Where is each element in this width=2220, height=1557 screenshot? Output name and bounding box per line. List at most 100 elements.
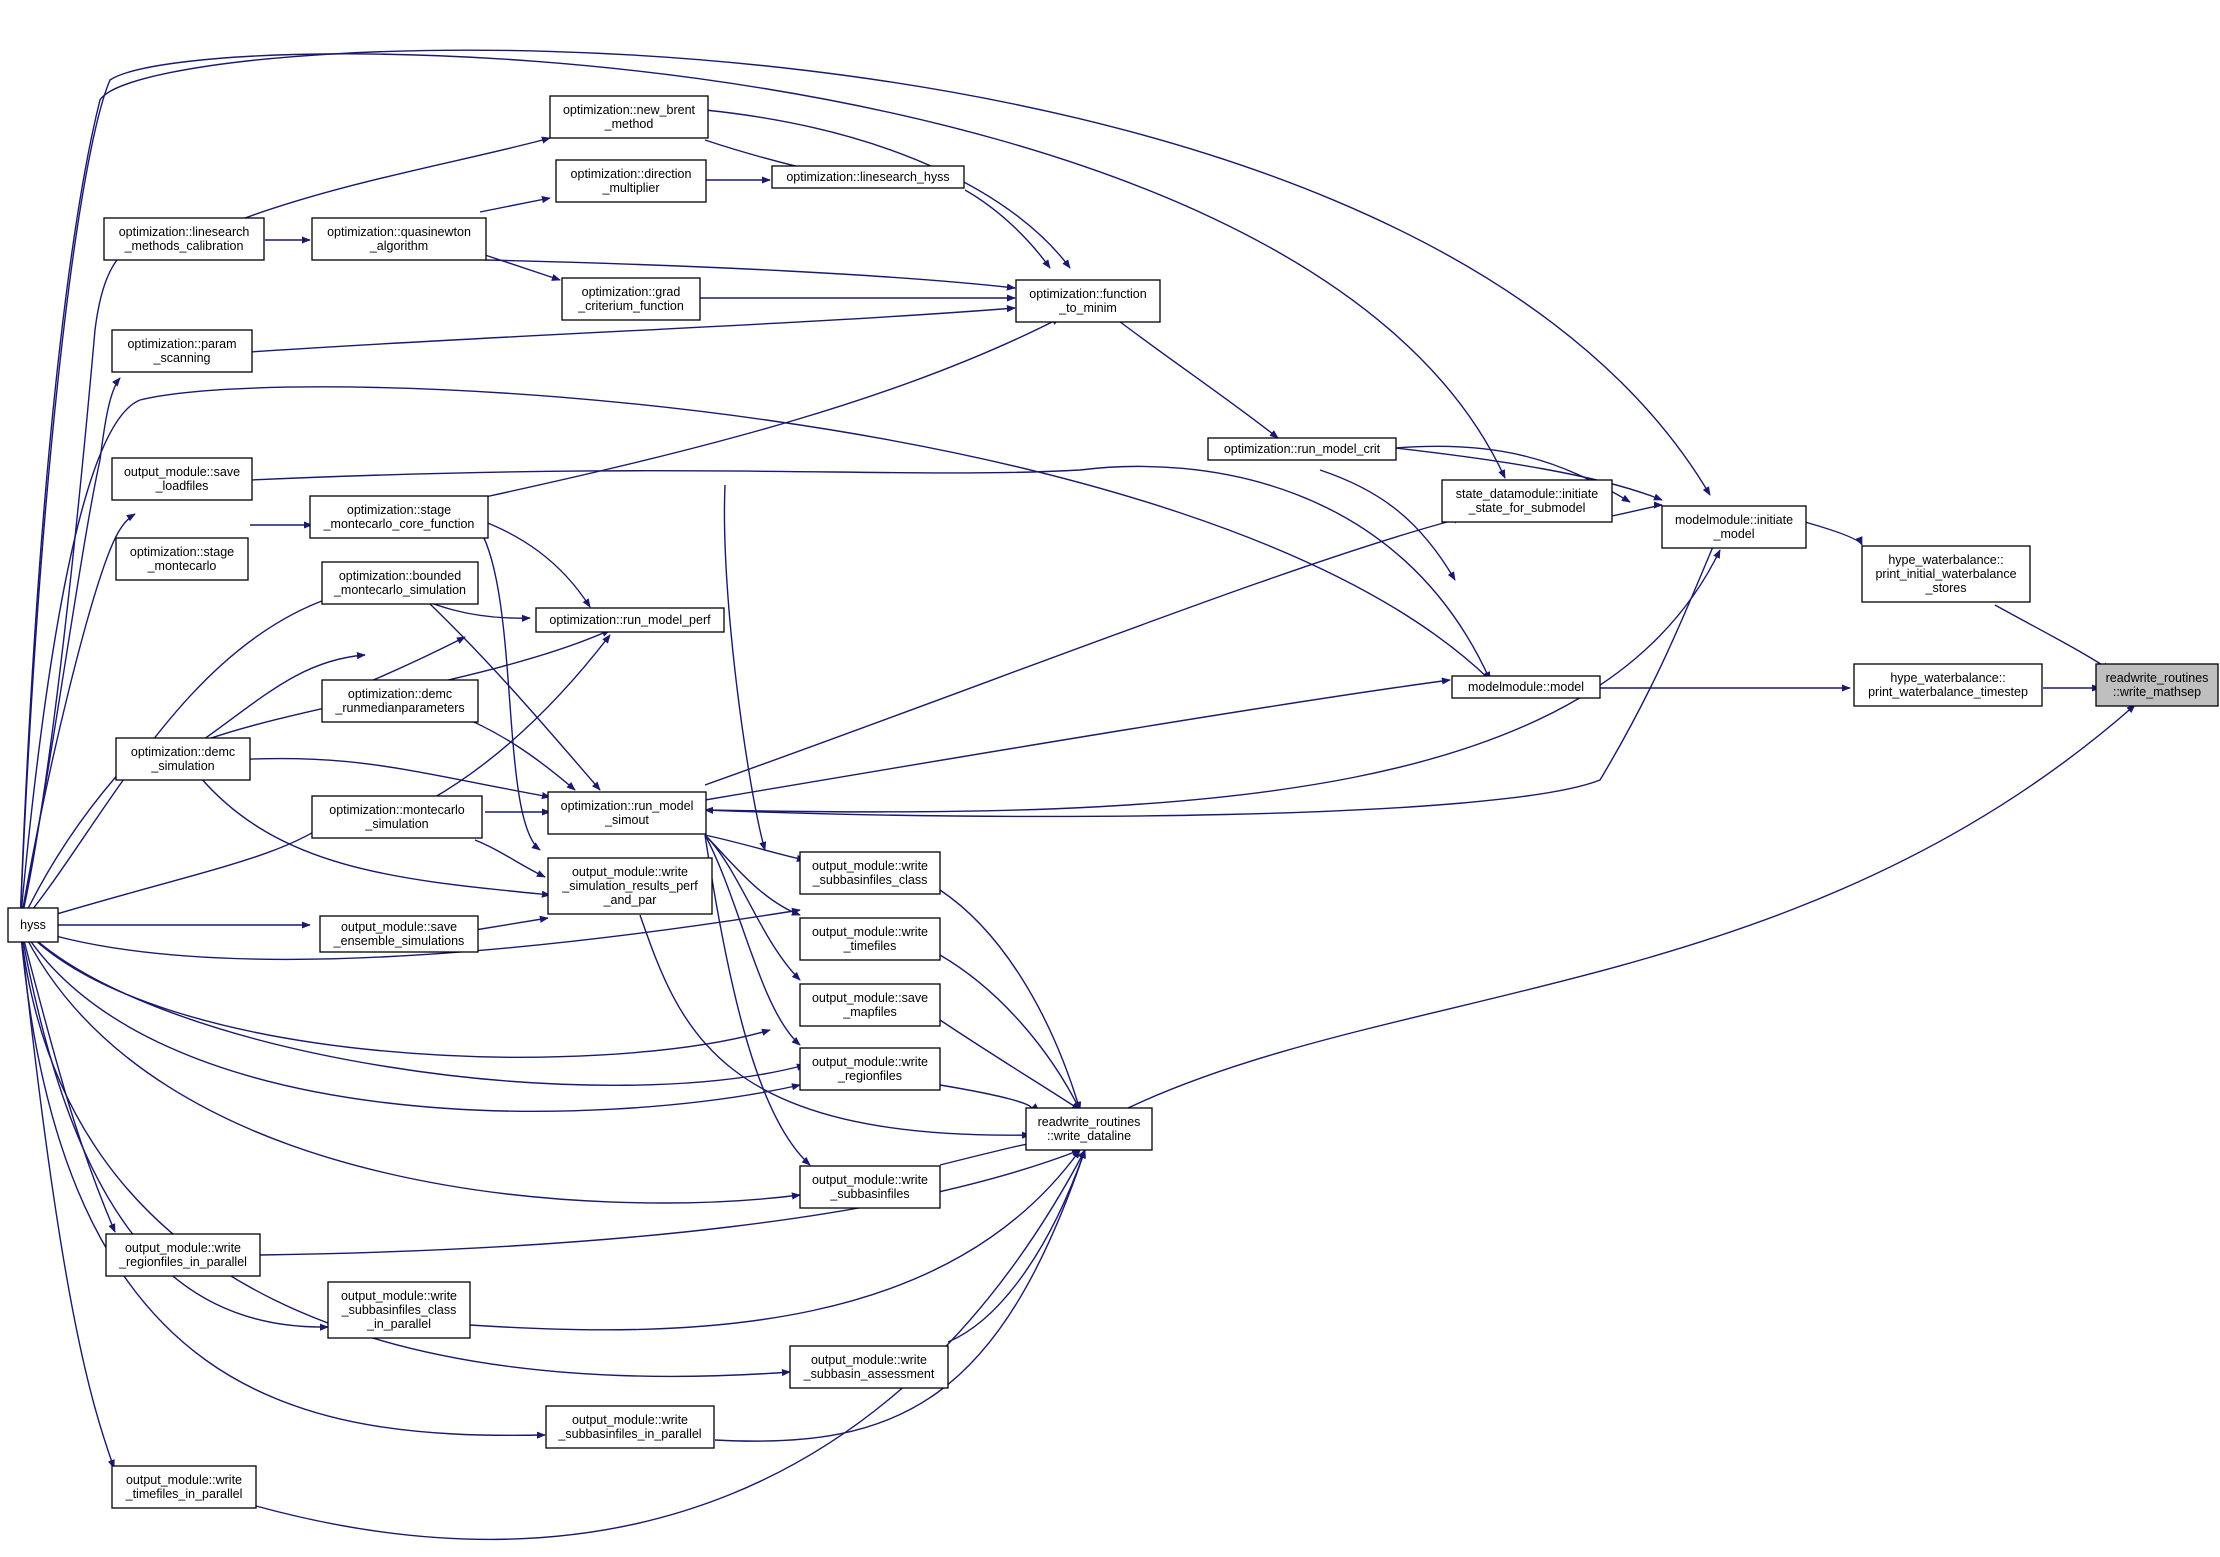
- node-initmodel[interactable]: modelmodule::initiate_model: [1661, 505, 1807, 549]
- node-label: _simout: [604, 813, 649, 827]
- call-edge: [19, 924, 115, 1469]
- call-edge: [249, 305, 1016, 353]
- call-edge: [19, 924, 116, 1233]
- call-edge: [474, 915, 549, 931]
- call-edge: [19, 513, 136, 926]
- node-label: hyss: [20, 918, 46, 932]
- node-label: optimization::new_brent: [563, 103, 696, 117]
- node-box: [111, 329, 253, 373]
- node-box: [799, 983, 941, 1027]
- node-mathsep[interactable]: readwrite_routines::write_mathsep: [2095, 663, 2219, 707]
- node-label: output_module::write: [811, 1353, 927, 1367]
- node-wsub[interactable]: output_module::write_subbasinfiles: [799, 1165, 941, 1209]
- call-edge: [639, 914, 1031, 1139]
- node-label: _timefiles: [843, 939, 897, 953]
- node-label: _subbasinfiles: [829, 1187, 909, 1201]
- node-wsubclasspar[interactable]: output_module::write_subbasinfiles_class…: [327, 1281, 471, 1339]
- node-label: optimization::run_model_crit: [1224, 442, 1381, 456]
- node-box: [327, 1281, 471, 1339]
- node-mcsim[interactable]: optimization::montecarlo_simulation: [311, 795, 483, 839]
- node-stagemccore[interactable]: optimization::stage_montecarlo_core_func…: [309, 495, 489, 539]
- node-wsubpar[interactable]: output_module::write_subbasinfiles_in_pa…: [545, 1405, 715, 1449]
- call-edge: [704, 834, 806, 862]
- node-qna[interactable]: optimization::quasinewton_algorithm: [311, 217, 487, 261]
- node-label: hype_waterbalance::: [1890, 671, 2005, 685]
- node-label: readwrite_routines: [2106, 671, 2209, 685]
- node-ftomin[interactable]: optimization::function_to_minim: [1015, 279, 1161, 323]
- node-model[interactable]: modelmodule::model: [1451, 675, 1601, 699]
- node-lsmc[interactable]: optimization::linesearch_methods_calibra…: [103, 217, 265, 261]
- node-box: [309, 495, 489, 539]
- node-label: optimization::quasinewton: [327, 225, 471, 239]
- node-label: optimization::param: [127, 337, 236, 351]
- node-box: [1025, 1107, 1153, 1151]
- node-box: [1661, 505, 1807, 549]
- node-label: optimization::demc: [348, 687, 452, 701]
- node-box: [7, 907, 59, 943]
- node-simout[interactable]: optimization::run_model_simout: [547, 791, 707, 835]
- node-demcsim[interactable]: optimization::demc_simulation: [115, 737, 251, 781]
- node-wregion[interactable]: output_module::write_regionfiles: [799, 1047, 941, 1091]
- call-edge: [1127, 704, 2136, 1109]
- node-label: optimization::direction: [571, 167, 692, 181]
- call-edge: [19, 924, 806, 1086]
- node-ptimestep[interactable]: hype_waterbalance::print_waterbalance_ti…: [1853, 663, 2043, 707]
- node-box: [2095, 663, 2219, 707]
- node-label: state_datamodule::initiate: [1456, 487, 1599, 501]
- node-box: [1861, 545, 2031, 603]
- node-label: _loadfiles: [155, 479, 209, 493]
- node-saveens[interactable]: output_module::save_ensemble_simulations: [319, 915, 479, 953]
- node-wtimepar[interactable]: output_module::write_timefiles_in_parall…: [111, 1465, 257, 1509]
- node-label: readwrite_routines: [1038, 1115, 1141, 1129]
- call-edge: [199, 757, 551, 800]
- node-label: _subbasinfiles_class: [812, 873, 928, 887]
- node-label: optimization::linesearch_hyss: [786, 170, 949, 184]
- node-runcrit[interactable]: optimization::run_model_crit: [1207, 437, 1397, 461]
- node-pinit[interactable]: hype_waterbalance::print_initial_waterba…: [1861, 545, 2031, 603]
- call-edge: [244, 136, 551, 219]
- call-edge: [1394, 447, 1663, 501]
- node-label: optimization::montecarlo: [329, 803, 465, 817]
- call-edge: [19, 907, 801, 961]
- node-demcmed[interactable]: optimization::demc_runmedianparameters: [321, 679, 479, 723]
- node-boundedmc[interactable]: optimization::bounded_montecarlo_simulat…: [321, 561, 479, 605]
- node-label: _and_par: [603, 893, 657, 907]
- node-box: [771, 165, 965, 189]
- node-savemap[interactable]: output_module::save_mapfiles: [799, 983, 941, 1027]
- node-label: modelmodule::model: [1468, 680, 1584, 694]
- node-dirmult[interactable]: optimization::direction_multiplier: [555, 159, 707, 203]
- call-edge: [19, 53, 1506, 926]
- node-label: hype_waterbalance::: [1888, 553, 2003, 567]
- node-label: _to_minim: [1058, 301, 1117, 315]
- node-label: _in_parallel: [366, 1317, 431, 1331]
- node-box: [1015, 279, 1161, 323]
- node-wregionpar[interactable]: output_module::write_regionfiles_in_para…: [105, 1233, 261, 1277]
- node-wsimres[interactable]: output_module::write_simulation_results_…: [547, 857, 713, 915]
- call-edge: [939, 1084, 1039, 1111]
- node-wsubclass[interactable]: output_module::write_subbasinfiles_class: [799, 851, 941, 895]
- node-pscan[interactable]: optimization::param_scanning: [111, 329, 253, 373]
- node-lshyss[interactable]: optimization::linesearch_hyss: [771, 165, 965, 189]
- node-gradcrit[interactable]: optimization::grad_criterium_function: [561, 277, 701, 321]
- node-wtime[interactable]: output_module::write_timefiles: [799, 917, 941, 961]
- node-wsubassess[interactable]: output_module::write_subbasin_assessment: [789, 1345, 949, 1389]
- node-runperf[interactable]: optimization::run_model_perf: [535, 607, 725, 633]
- node-label: output_module::save: [341, 920, 457, 934]
- call-edge: [19, 924, 329, 1331]
- node-box: [555, 159, 707, 203]
- node-box: [799, 1047, 941, 1091]
- node-box: [311, 217, 487, 261]
- call-edge: [484, 317, 1061, 498]
- node-saveload[interactable]: output_module::save_loadfiles: [111, 457, 253, 501]
- node-label: optimization::bounded: [339, 569, 461, 583]
- node-box: [547, 791, 707, 835]
- node-stagemc[interactable]: optimization::stage_montecarlo: [115, 537, 249, 581]
- node-dataline[interactable]: readwrite_routines::write_dataline: [1025, 1107, 1153, 1151]
- node-newbrent[interactable]: optimization::new_brent_method: [549, 95, 709, 139]
- node-box: [105, 1233, 261, 1277]
- node-hyss[interactable]: hyss: [7, 907, 59, 943]
- node-initsub[interactable]: state_datamodule::initiate_state_for_sub…: [1441, 479, 1613, 523]
- call-edge: [1319, 469, 1456, 581]
- call-edge: [199, 776, 551, 898]
- node-box: [111, 457, 253, 501]
